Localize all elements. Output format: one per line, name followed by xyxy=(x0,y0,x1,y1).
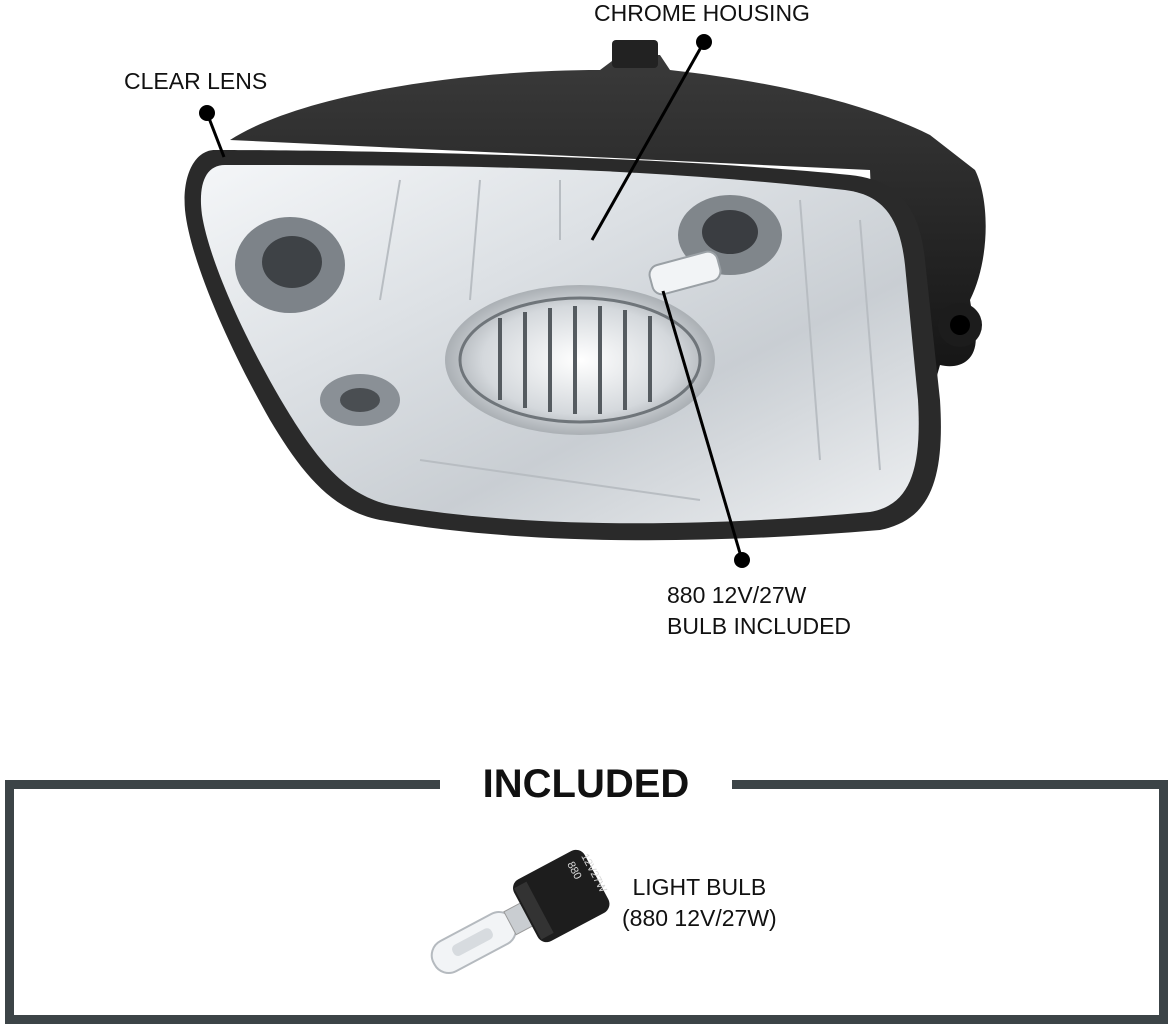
internal-bulb xyxy=(648,250,722,296)
central-reflector-bowl xyxy=(445,285,715,435)
light-bulb-label-line2: (880 12V/27W) xyxy=(622,905,777,931)
included-title: INCLUDED xyxy=(440,756,732,812)
light-bulb-label-line1: LIGHT BULB xyxy=(632,874,767,900)
clear-lens-label: CLEAR LENS xyxy=(124,68,268,94)
bulb-leader xyxy=(661,290,744,561)
bulb-dot xyxy=(734,552,750,568)
bulb-label-line2: BULB INCLUDED xyxy=(667,613,852,639)
reflector-ribs xyxy=(498,306,652,414)
bulb-label-line1: 880 12V/27W xyxy=(667,582,807,608)
chrome-facets xyxy=(379,179,881,501)
chrome-housing-dot xyxy=(696,34,712,50)
clear-lens-dot xyxy=(199,105,215,121)
light-bulb-label: LIGHT BULB (880 12V/27W) xyxy=(622,872,777,934)
light-bulb-image: 880 12V27W xyxy=(430,849,610,974)
chrome-housing-label: CHROME HOUSING xyxy=(594,0,810,26)
chrome-housing-leader xyxy=(590,41,706,241)
rear-housing xyxy=(230,55,986,410)
mount-post xyxy=(612,40,658,68)
bulb-included-label: 880 12V/27W BULB INCLUDED xyxy=(667,580,851,642)
fog-lamp-illustration xyxy=(184,34,986,568)
